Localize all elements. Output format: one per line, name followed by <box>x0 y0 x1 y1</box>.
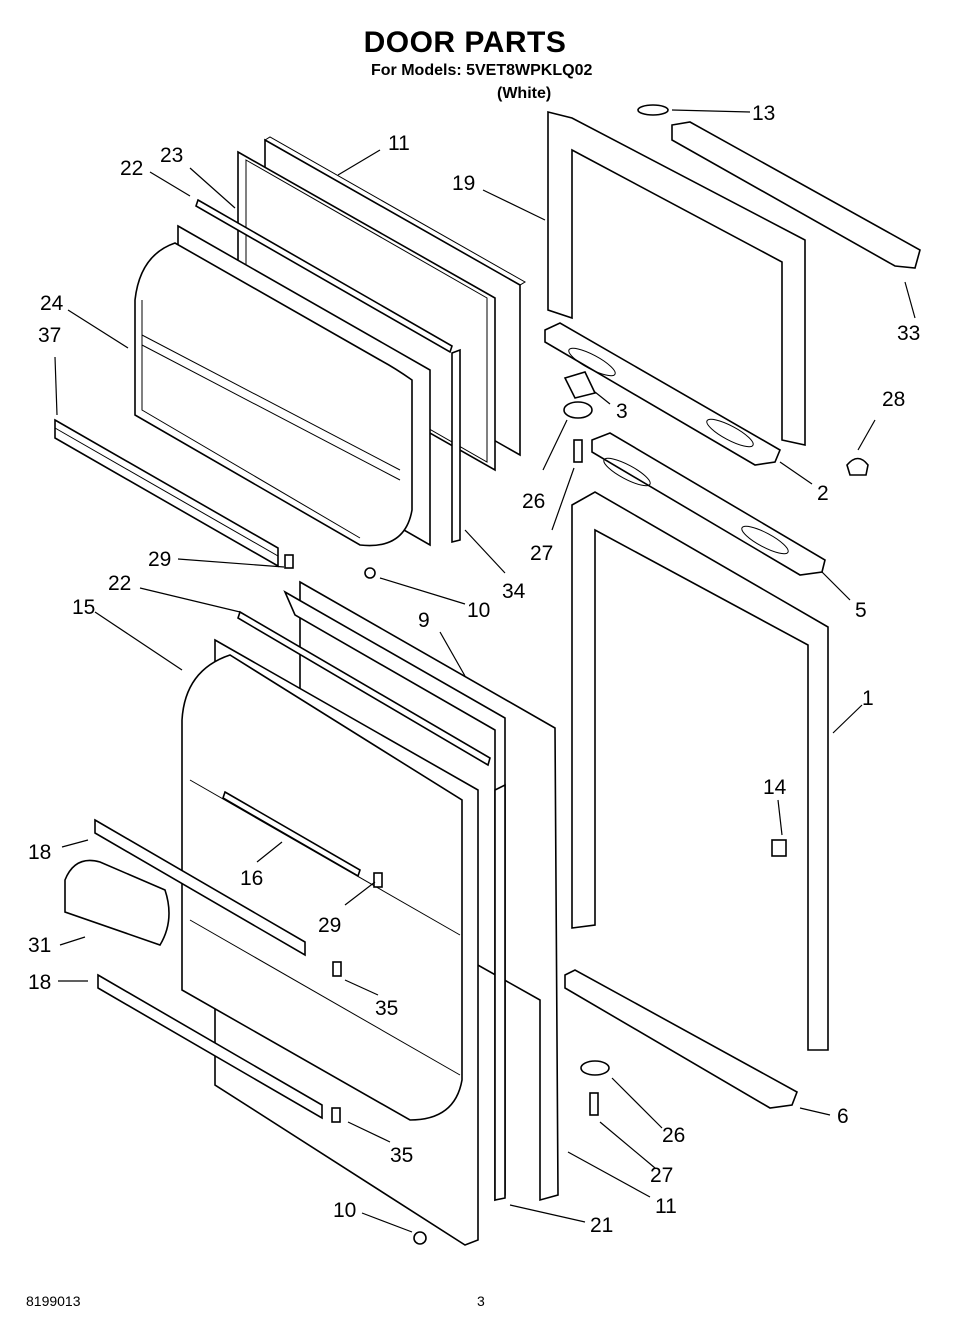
callout-29-upper: 29 <box>148 548 171 571</box>
callout-11-upper: 11 <box>388 132 410 155</box>
part-22-upper-strip <box>195 198 453 354</box>
callout-37: 37 <box>38 324 61 347</box>
callout-35-upper: 35 <box>375 997 398 1020</box>
part-28-plug <box>846 457 869 476</box>
callout-33: 33 <box>897 322 920 345</box>
callout-23: 23 <box>160 144 183 167</box>
part-29-clip-lower <box>373 872 383 888</box>
part-35-clip-upper <box>332 961 342 977</box>
callout-26-lower: 26 <box>662 1124 685 1147</box>
part-14-bracket <box>771 839 787 857</box>
part-10-screw-lower <box>413 1231 427 1245</box>
part-26-hinge-lower <box>580 1060 610 1076</box>
callout-27-lower: 27 <box>650 1164 673 1187</box>
callout-6: 6 <box>837 1105 849 1128</box>
part-16-bar <box>222 790 361 878</box>
callout-31: 31 <box>28 934 51 957</box>
part-18-rail-lower <box>97 973 323 1120</box>
callout-9: 9 <box>418 609 430 632</box>
part-15-liner-front <box>181 654 463 1121</box>
callout-18-lower: 18 <box>28 971 51 994</box>
part-5-fresh-handle-cap <box>591 432 826 576</box>
callout-19: 19 <box>452 172 475 195</box>
leader-lines <box>54 109 916 1233</box>
callout-35-lower: 35 <box>390 1144 413 1167</box>
callout-10-upper: 10 <box>467 599 490 622</box>
part-1-fresh-food-door <box>571 491 829 1051</box>
part-31-dairy-cover <box>64 859 170 946</box>
callout-29-lower: 29 <box>318 914 341 937</box>
part-33-top-cap <box>671 121 921 269</box>
callout-27-upper: 27 <box>530 542 553 565</box>
part-27-screw-lower <box>589 1092 599 1116</box>
page-number: 3 <box>477 1293 485 1309</box>
part-19-freezer-door <box>547 110 806 446</box>
part-26-hinge-upper <box>563 401 593 419</box>
callout-18-upper: 18 <box>28 841 51 864</box>
callout-15: 15 <box>72 596 95 619</box>
part-10-screw-upper <box>364 567 376 579</box>
model-subtitle: For Models: 5VET8WPKLQ02 <box>371 62 593 79</box>
callout-28: 28 <box>882 388 905 411</box>
part-24-liner-front <box>134 242 413 547</box>
callout-14: 14 <box>763 776 787 799</box>
callout-24: 24 <box>40 292 64 315</box>
callout-1: 1 <box>862 687 874 710</box>
callout-22-lower: 22 <box>108 572 131 595</box>
callout-13: 13 <box>752 102 775 125</box>
color-variant: (White) <box>497 85 552 102</box>
callout-34: 34 <box>502 580 526 603</box>
part-35-clip-lower <box>331 1107 341 1123</box>
callout-5: 5 <box>855 599 867 622</box>
part-6-bottom-cap <box>564 969 798 1109</box>
callout-10-lower: 10 <box>333 1199 356 1222</box>
callout-22-upper: 22 <box>120 157 143 180</box>
callout-16: 16 <box>240 867 263 890</box>
part-34-vertical-strip <box>451 348 461 544</box>
callout-21: 21 <box>590 1214 613 1237</box>
callout-26-upper: 26 <box>522 490 545 513</box>
part-29-clip-upper <box>284 554 294 569</box>
callout-3: 3 <box>616 400 628 423</box>
part-2-freezer-handle-cap <box>544 322 782 466</box>
part-22-lower-strip <box>237 610 491 767</box>
callout-11-lower: 11 <box>655 1195 677 1218</box>
callout-2: 2 <box>817 482 829 505</box>
part-13-plug <box>637 104 669 116</box>
part-18-rail-upper <box>94 818 306 957</box>
page-title: DOOR PARTS <box>363 26 567 59</box>
part-21-strip <box>494 783 506 1201</box>
document-number: 8199013 <box>26 1293 81 1309</box>
part-3-hinge-plate <box>563 371 597 399</box>
part-27-screw-upper <box>573 439 583 463</box>
